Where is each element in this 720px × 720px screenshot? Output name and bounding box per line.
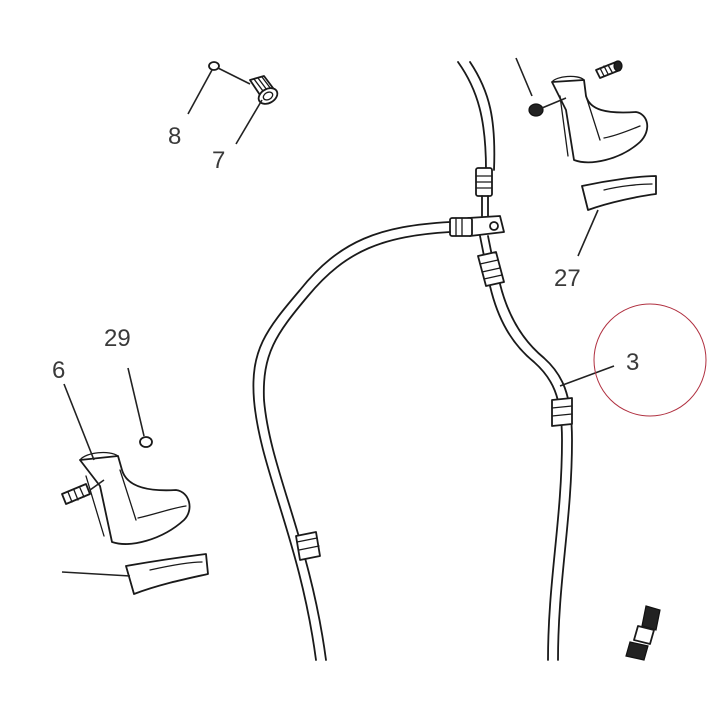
right-hose-clip: [551, 397, 573, 427]
lower-left-nozzle-holder[interactable]: [61, 367, 191, 545]
washer-hose-assembly[interactable]: [252, 61, 573, 661]
leader-27: [577, 209, 599, 257]
bolt-part-7[interactable]: [249, 75, 280, 107]
leader-8: [187, 69, 213, 115]
leader-upper-nut: [515, 57, 533, 97]
callout-27[interactable]: 27: [554, 265, 581, 292]
leader-7: [235, 99, 263, 145]
t-junction-hole: [489, 221, 499, 231]
leader-lower-clip: [61, 571, 131, 577]
pin-part-29[interactable]: [139, 436, 153, 448]
leader-3: [559, 365, 615, 387]
callout-29[interactable]: 29: [104, 325, 131, 352]
left-hose-connector: [449, 217, 473, 237]
washer-part-8[interactable]: [208, 61, 251, 85]
highlight-circle: [593, 303, 707, 417]
callout-8[interactable]: 8: [168, 123, 181, 150]
lower-hose-connector: [477, 251, 505, 287]
lower-left-clip[interactable]: [125, 553, 209, 595]
upper-right-nozzle-holder[interactable]: [528, 60, 649, 164]
leader-6: [63, 383, 95, 461]
lower-right-nozzle-connector[interactable]: [625, 605, 661, 661]
clip-part-27[interactable]: [581, 175, 657, 211]
callout-3[interactable]: 3: [626, 349, 639, 376]
callout-7[interactable]: 7: [212, 147, 225, 174]
callout-6[interactable]: 6: [52, 357, 65, 384]
